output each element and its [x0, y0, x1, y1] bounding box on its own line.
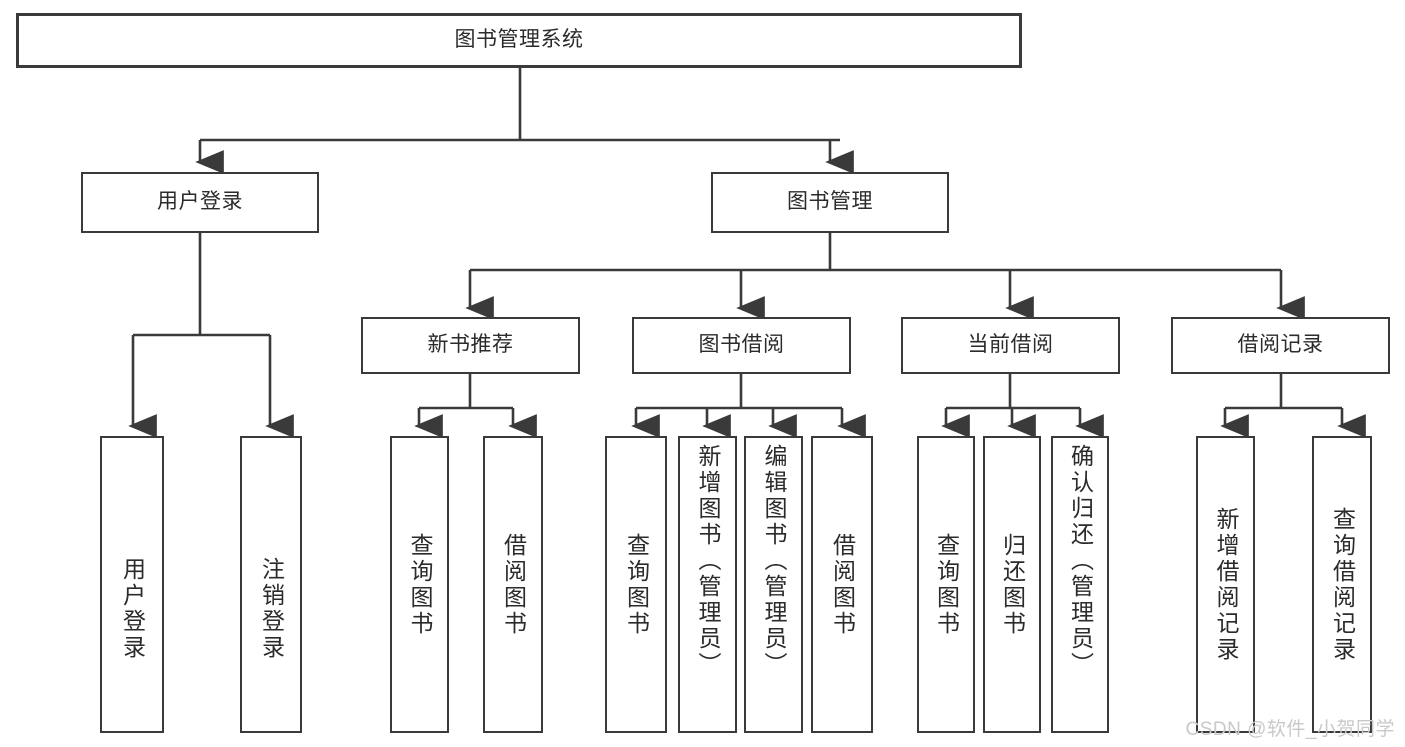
leaf-borrow-book-1[interactable]: 借阅图书: [483, 436, 543, 733]
node-book-borrow[interactable]: 图书借阅: [632, 317, 851, 374]
node-borrow-record-label: 借阅记录: [1237, 333, 1324, 357]
leaf-query-book-2[interactable]: 查询图书: [605, 436, 667, 733]
leaf-confirm-return[interactable]: 确认归还（管理员）: [1051, 436, 1109, 733]
node-new-book-recommend[interactable]: 新书推荐: [361, 317, 580, 374]
csdn-watermark: CSDN @软件_小贺同学: [1185, 719, 1395, 740]
node-new-book-recommend-label: 新书推荐: [427, 333, 514, 357]
node-current-borrow-label: 当前借阅: [967, 333, 1054, 357]
leaf-add-record-label: 新增借阅记录: [1213, 506, 1239, 663]
leaf-borrow-book-2-label: 借阅图书: [829, 532, 856, 637]
node-current-borrow[interactable]: 当前借阅: [901, 317, 1120, 374]
leaf-query-book-3-label: 查询图书: [933, 532, 960, 637]
node-user-login-label: 用户登录: [157, 190, 243, 214]
leaf-query-book-1[interactable]: 查询图书: [390, 436, 449, 733]
leaf-add-book[interactable]: 新增图书（管理员）: [678, 436, 737, 733]
node-root-label: 图书管理系统: [454, 28, 584, 52]
leaf-borrow-book-1-label: 借阅图书: [500, 532, 527, 637]
leaf-edit-book-label: 编辑图书（管理员）: [761, 444, 787, 678]
leaf-add-record[interactable]: 新增借阅记录: [1196, 436, 1255, 733]
leaf-query-record-label: 查询借阅记录: [1329, 506, 1356, 663]
leaf-confirm-return-label: 确认归还（管理员）: [1067, 444, 1094, 678]
node-book-borrow-label: 图书借阅: [698, 333, 785, 357]
leaf-borrow-book-2[interactable]: 借阅图书: [811, 436, 873, 733]
leaf-query-book-2-label: 查询图书: [623, 532, 650, 637]
leaf-return-book[interactable]: 归还图书: [983, 436, 1041, 733]
node-user-login[interactable]: 用户登录: [81, 172, 319, 233]
leaf-edit-book[interactable]: 编辑图书（管理员）: [744, 436, 803, 733]
leaf-query-record[interactable]: 查询借阅记录: [1312, 436, 1372, 733]
leaf-add-book-label: 新增图书（管理员）: [695, 444, 721, 678]
leaf-user-login-label: 用户登录: [119, 557, 146, 661]
leaf-return-book-label: 归还图书: [999, 532, 1026, 637]
leaf-logout[interactable]: 注销登录: [240, 436, 302, 733]
node-book-management-label: 图书管理: [787, 190, 873, 214]
leaf-query-book-1-label: 查询图书: [407, 532, 433, 637]
node-book-management[interactable]: 图书管理: [711, 172, 949, 233]
leaf-query-book-3[interactable]: 查询图书: [917, 436, 975, 733]
leaf-logout-label: 注销登录: [258, 557, 285, 661]
leaf-user-login[interactable]: 用户登录: [100, 436, 164, 733]
node-root[interactable]: 图书管理系统: [16, 13, 1022, 68]
node-borrow-record[interactable]: 借阅记录: [1171, 317, 1390, 374]
